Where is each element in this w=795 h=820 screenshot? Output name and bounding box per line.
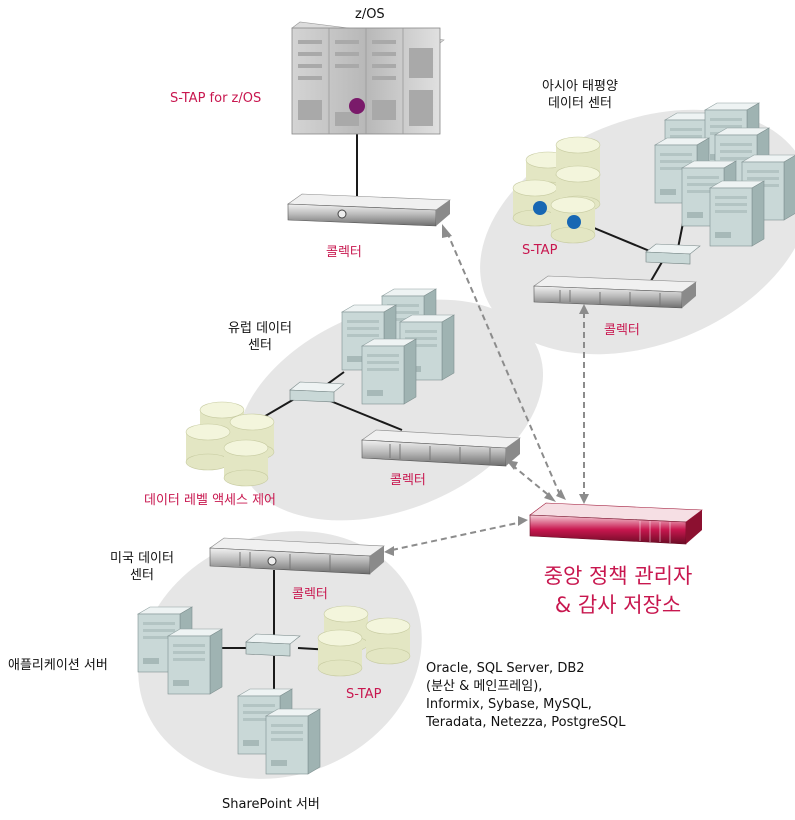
stap-zos-dot xyxy=(349,98,365,114)
mainframe-icon xyxy=(291,21,445,135)
zos-label: z/OS xyxy=(355,7,385,22)
stap-zos-label: S-TAP for z/OS xyxy=(170,91,262,106)
db-asia-3 xyxy=(512,179,558,227)
network-hub-europe xyxy=(289,381,345,403)
db-us-2 xyxy=(365,617,411,665)
central-manager-label: 중앙 정책 관리자 & 감사 저장소 xyxy=(518,562,718,620)
data-level-access-label: 데이터 레벨 액세스 제어 xyxy=(144,493,276,508)
network-hub-asia xyxy=(645,243,701,265)
us-dc-line2: 센터 xyxy=(130,568,154,583)
asia-dc-label: 아시아 태평양 데이터 센터 xyxy=(525,78,635,112)
server-app-2 xyxy=(166,628,224,695)
stap-asia-dot-1 xyxy=(533,201,547,215)
db-europe-4 xyxy=(223,439,269,487)
db-line-2: (분산 & 메인프레임), xyxy=(426,679,543,694)
server-sharepoint-2 xyxy=(264,708,322,775)
collector-appliance-asia xyxy=(533,275,697,309)
stap-asia-dot-2 xyxy=(567,215,581,229)
europe-dc-line2: 센터 xyxy=(248,338,272,353)
db-line-1: Oracle, SQL Server, DB2 xyxy=(426,661,585,676)
us-collector-label: 콜렉터 xyxy=(292,587,328,602)
asia-collector-label: 콜렉터 xyxy=(604,323,640,338)
us-dc-label: 미국 데이터 센터 xyxy=(102,550,182,584)
europe-collector-label: 콜렉터 xyxy=(390,473,426,488)
database-cylinders xyxy=(185,136,601,677)
asia-stap-label: S-TAP xyxy=(522,243,558,258)
network-hub-us xyxy=(245,633,301,657)
db-us-3 xyxy=(317,629,363,677)
data-flow-arrows xyxy=(391,231,585,551)
db-asia-5 xyxy=(550,196,596,244)
europe-dc-line1: 유럽 데이터 xyxy=(228,321,292,336)
db-line-4: Teradata, Netezza, PostgreSQL xyxy=(426,715,626,730)
server-europe-4 xyxy=(360,338,418,405)
collector-appliance-europe xyxy=(361,429,521,467)
collector-appliance-top xyxy=(287,193,451,227)
us-dc-line1: 미국 데이터 xyxy=(110,551,174,566)
europe-dc-label: 유럽 데이터 센터 xyxy=(210,320,310,354)
asia-dc-line1: 아시아 태평양 xyxy=(542,79,618,94)
central-policy-manager-appliance xyxy=(529,502,703,545)
server-towers xyxy=(136,102,795,775)
us-stap-label: S-TAP xyxy=(346,687,382,702)
server-asia-7 xyxy=(708,180,766,247)
europe-cluster xyxy=(236,299,544,521)
collector-top-label: 콜렉터 xyxy=(326,245,362,260)
database-list: Oracle, SQL Server, DB2 (분산 & 메인프레임), In… xyxy=(426,660,626,732)
db-europe-3 xyxy=(185,423,231,471)
collector-appliance-us xyxy=(209,537,385,575)
db-line-3: Informix, Sybase, MySQL, xyxy=(426,697,592,712)
app-server-label: 애플리케이션 서버 xyxy=(8,658,108,673)
central-line2: & 감사 저장소 xyxy=(554,593,682,617)
sharepoint-label: SharePoint 서버 xyxy=(222,797,320,812)
asia-dc-line2: 데이터 센터 xyxy=(548,96,612,111)
central-line1: 중앙 정책 관리자 xyxy=(543,564,693,588)
